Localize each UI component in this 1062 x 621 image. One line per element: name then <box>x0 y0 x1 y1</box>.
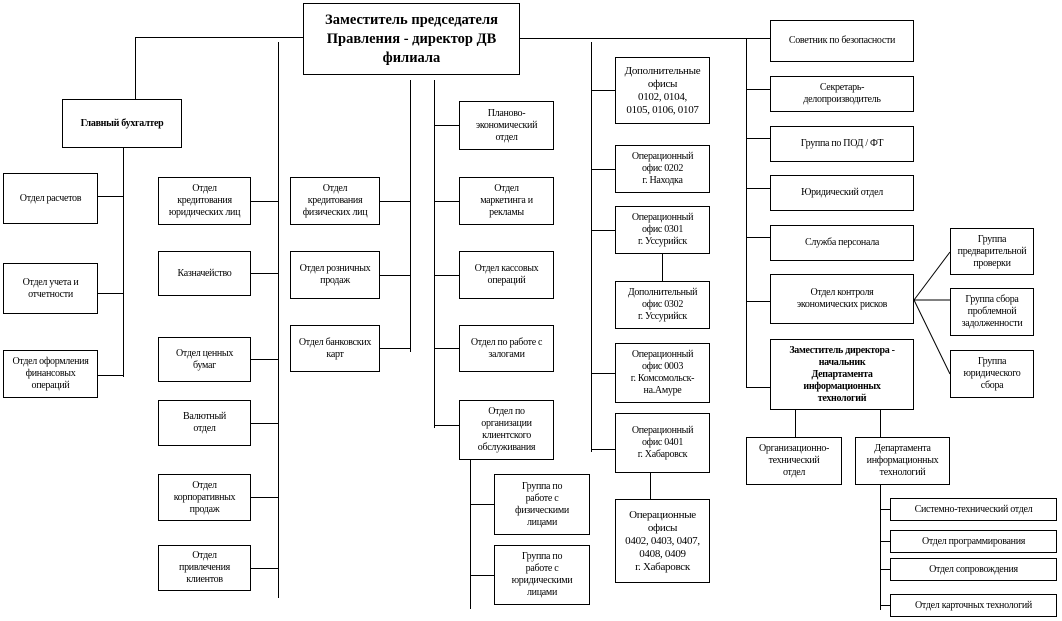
it-deputy-box: Заместитель директора - начальник Департ… <box>770 339 914 410</box>
right-unit-box: Секретарь- делопроизводитель <box>770 76 914 112</box>
office-box: Операционный офис 0202 г. Находка <box>615 145 710 193</box>
client-group-box: Группа по работе с физическими лицами <box>494 474 590 535</box>
it-dept-box: Системно-технический отдел <box>890 498 1057 521</box>
it-dept-box: Отдел сопровождения <box>890 558 1057 581</box>
right-unit-box: Отдел контроля экономических рисков <box>770 274 914 324</box>
column2-box: Отдел кредитования юридических лиц <box>158 177 251 225</box>
right-unit-box: Юридический отдел <box>770 175 914 211</box>
risk-group-box: Группа сбора проблемной задолженности <box>950 288 1034 336</box>
it-unit-box: Департамента информационных технологий <box>855 437 950 485</box>
accounting-unit-box: Отдел расчетов <box>3 173 98 224</box>
column3-box: Отдел розничных продаж <box>290 251 380 299</box>
column2-box: Казначейство <box>158 251 251 296</box>
column4-box: Отдел маркетинга и рекламы <box>459 177 554 225</box>
column2-box: Отдел ценных бумаг <box>158 337 251 382</box>
column2-box: Отдел корпоративных продаж <box>158 474 251 521</box>
office-box: Операционный офис 0301 г. Уссурийск <box>615 206 710 254</box>
office-box: Операционный офис 0401 г. Хабаровск <box>615 413 710 473</box>
it-dept-box: Отдел программирования <box>890 530 1057 553</box>
it-dept-box: Отдел карточных технологий <box>890 594 1057 617</box>
office-box: Дополнительные офисы 0102, 0104, 0105, 0… <box>615 57 710 124</box>
accounting-unit-box: Отдел учета и отчетности <box>3 263 98 314</box>
right-unit-box: Советник по безопасности <box>770 20 914 62</box>
client-group-box: Группа по работе с юридическими лицами <box>494 545 590 605</box>
column4-box: Отдел по работе с залогами <box>459 325 554 372</box>
right-unit-box: Служба персонала <box>770 225 914 261</box>
column4-box: Планово- экономический отдел <box>459 101 554 150</box>
chief-accountant-box: Главный бухгалтер <box>62 99 182 148</box>
column2-box: Валютный отдел <box>158 400 251 446</box>
risk-group-box: Группа юридического сбора <box>950 350 1034 398</box>
accounting-unit-box: Отдел оформления финансовых операций <box>3 350 98 398</box>
column3-box: Отдел кредитования физических лиц <box>290 177 380 225</box>
head-box: Заместитель председателя Правления - дир… <box>303 3 520 75</box>
it-unit-box: Организационно- технический отдел <box>746 437 842 485</box>
office-box: Дополнительный офис 0302 г. Уссурийск <box>615 281 710 329</box>
column3-box: Отдел банковских карт <box>290 325 380 372</box>
office-box: Операционный офис 0003 г. Комсомольск- н… <box>615 343 710 403</box>
office-box: Операционные офисы 0402, 0403, 0407, 040… <box>615 499 710 583</box>
risk-group-box: Группа предварительной проверки <box>950 228 1034 275</box>
column2-box: Отдел привлечения клиентов <box>158 545 251 591</box>
column4-box: Отдел кассовых операций <box>459 251 554 299</box>
right-unit-box: Группа по ПОД / ФТ <box>770 126 914 162</box>
column4-box: Отдел по организации клиентского обслужи… <box>459 400 554 460</box>
